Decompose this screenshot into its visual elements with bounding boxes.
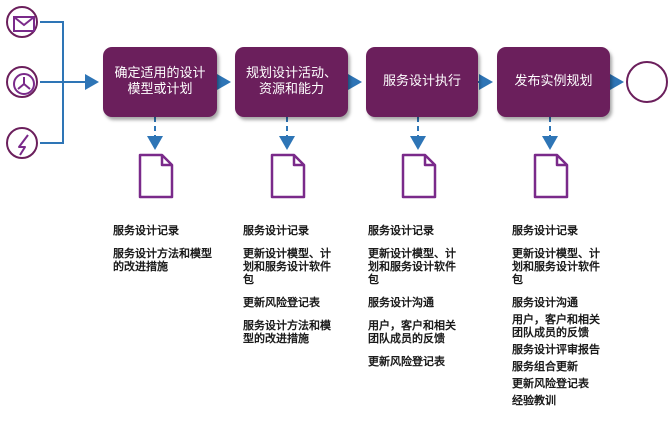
- end-event: [626, 61, 668, 103]
- output-item: 更新风险登记表: [243, 296, 320, 309]
- output-item: 更新风险登记表: [368, 355, 445, 368]
- step-1-box[interactable]: 确定适用的设计模型或计划: [103, 47, 217, 117]
- output-item: 服务设计沟通: [512, 296, 578, 309]
- output-item: 服务设计方法和模型的改进措施: [113, 247, 212, 273]
- step-4-outputs: 服务设计记录 更新设计模型、计划和服务设计软件包 服务设计沟通 用户，客户和相关…: [512, 224, 608, 411]
- step-1-outputs: 服务设计记录 服务设计方法和模型的改进措施: [113, 224, 213, 283]
- step-3-outputs: 服务设计记录 更新设计模型、计划和服务设计软件包 服务设计沟通 用户，客户和相关…: [368, 224, 464, 378]
- step-1-label: 确定适用的设计模型或计划: [114, 66, 206, 97]
- output-item: 更新风险登记表: [512, 377, 589, 390]
- output-item: 更新设计模型、计划和服务设计软件包: [243, 247, 331, 286]
- step-3-box[interactable]: 服务设计执行: [366, 47, 478, 117]
- step-2-box[interactable]: 规划设计活动、资源和能力: [235, 47, 348, 117]
- output-item: 用户，客户和相关团队成员的反馈: [512, 313, 600, 339]
- output-item: 服务设计沟通: [368, 296, 434, 309]
- output-item: 服务设计记录: [243, 224, 309, 237]
- output-item: 服务设计记录: [512, 224, 578, 237]
- output-item: 服务设计记录: [113, 224, 179, 237]
- output-item: 服务设计记录: [368, 224, 434, 237]
- step-4-box[interactable]: 发布实例规划: [497, 47, 610, 117]
- step-2-label: 规划设计活动、资源和能力: [245, 66, 337, 97]
- start-event-signal: [6, 127, 38, 159]
- start-event-timer: [6, 66, 38, 98]
- connector-start-3: [40, 82, 64, 144]
- step-4-label: 发布实例规划: [514, 74, 593, 89]
- output-item: 用户，客户和相关团队成员的反馈: [368, 319, 456, 345]
- document-icon: [270, 153, 306, 199]
- clock-icon: [13, 73, 35, 95]
- output-item: 更新设计模型、计划和服务设计软件包: [368, 247, 456, 286]
- output-item: 更新设计模型、计划和服务设计软件包: [512, 247, 600, 286]
- output-item: 服务设计方法和模型的改进措施: [243, 319, 331, 345]
- lightning-icon: [18, 134, 29, 156]
- envelope-icon: [13, 16, 35, 32]
- connector-start-1: [40, 21, 64, 82]
- document-icon: [533, 153, 569, 199]
- document-icon: [138, 153, 174, 199]
- output-item: 服务设计评审报告: [512, 343, 600, 356]
- step-3-label: 服务设计执行: [382, 74, 461, 89]
- document-icon: [401, 153, 437, 199]
- output-item: 服务组合更新: [512, 360, 578, 373]
- step-2-outputs: 服务设计记录 更新设计模型、计划和服务设计软件包 更新风险登记表 服务设计方法和…: [243, 224, 337, 355]
- start-event-message: [6, 6, 38, 38]
- output-item: 经验教训: [512, 394, 556, 407]
